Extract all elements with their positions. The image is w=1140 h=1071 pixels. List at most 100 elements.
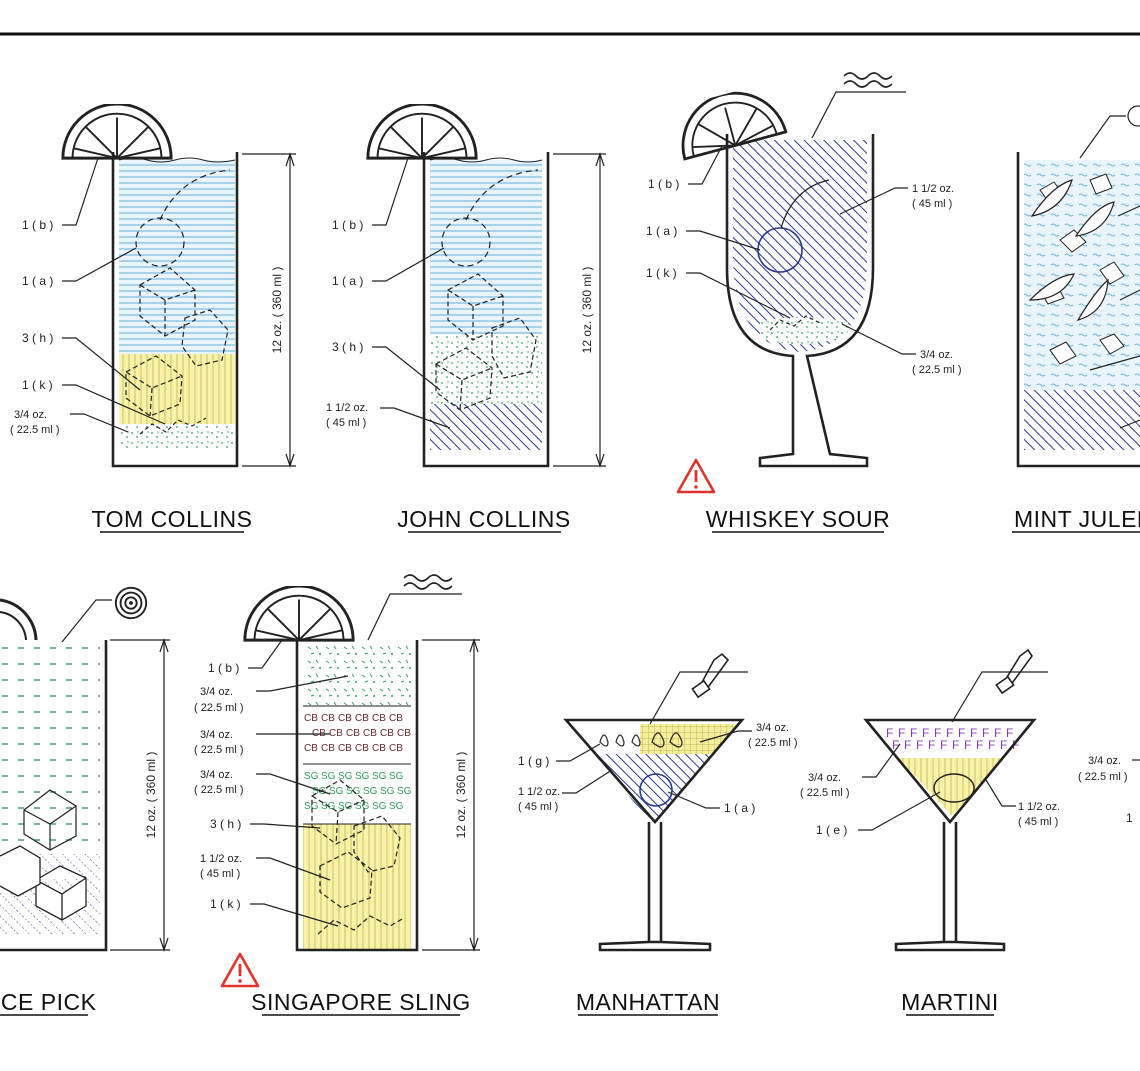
ffRows-mark: F [898, 726, 905, 740]
cbRows-mark: CB [389, 713, 403, 724]
callout-ml2: ( 22.5 ml ) [194, 744, 244, 756]
cbRows-mark: CB [397, 728, 411, 739]
cbRows-mark: CB [355, 743, 369, 754]
ffRows-mark: F [946, 726, 953, 740]
callout-oz: 1 1/2 oz. [326, 402, 368, 414]
sgRows-mark: SG [363, 786, 378, 797]
callout-oz2: 3/4 oz. [920, 349, 953, 361]
ffRows-mark: F [1006, 726, 1013, 740]
callout-oz4: 1 1/2 oz. [200, 853, 242, 865]
callout-oz2: 3/4 oz. [200, 729, 233, 741]
callout-oz2: 1 1/2 oz. [1018, 801, 1060, 813]
cocktail-title: WHISKEY SOUR [706, 506, 891, 532]
ffRows-mark: F [928, 738, 935, 752]
cbRows-mark: CB [304, 743, 318, 754]
cbRows-mark: CB [321, 713, 335, 724]
tom-collins-drawing: 12 oz. ( 360 ml ) 1 ( b ) 1 ( a ) 3 ( h … [10, 104, 296, 533]
callout-ml: ( 22.5 ml ) [10, 424, 60, 436]
ffRows-mark: F [976, 738, 983, 752]
wave-garnish-icon [403, 574, 453, 590]
ffRows-mark: F [964, 738, 971, 752]
lemon-wheel-icon [61, 104, 173, 160]
cbRows-mark: CB [329, 728, 343, 739]
callout-ml: ( 45 ml ) [326, 417, 366, 429]
highball-glass-outline [111, 152, 239, 468]
callout-a: 1 ( a ) [22, 274, 53, 288]
callout-oz1: 1 1/2 oz. [518, 786, 560, 798]
callout-ml4: ( 45 ml ) [200, 868, 240, 880]
cocktail-title: MARTINI [901, 989, 999, 1015]
sgRows-mark: SG [321, 771, 336, 782]
whiskey-sour-drawing: 1 ( b ) 1 ( a ) 1 ( k ) 1 1/2 oz. ( 45 m… [646, 72, 962, 533]
callout-one: 1 [1126, 811, 1133, 825]
sgRows-mark: SG [389, 801, 404, 812]
callout-h: 3 ( h ) [22, 331, 53, 345]
ffRows-mark: F [1000, 738, 1007, 752]
sgRows-mark: SG [389, 771, 404, 782]
callout-ml2: ( 45 ml ) [1018, 816, 1058, 828]
callout-oz3: 3/4 oz. [200, 769, 233, 781]
cbRows-mark: CB [363, 728, 377, 739]
callout-oz1: 3/4 oz. [808, 772, 841, 784]
ice-pick-drawing: 12 oz. ( 360 ml ) ICE PICK [0, 586, 170, 1016]
sgRows-mark: SG [304, 771, 319, 782]
callout-a: 1 ( a ) [332, 274, 363, 288]
sgRows-mark: SG [338, 771, 353, 782]
ffRows-mark: F [1012, 738, 1019, 752]
callout-ml1: ( 22.5 ml ) [194, 702, 244, 714]
cocktail-title: MINT JULEP [1014, 506, 1140, 532]
manhattan-drawing: 1 ( g ) 1 1/2 oz. ( 45 ml ) 3/4 oz. ( 22… [518, 652, 798, 1016]
sgRows-mark: SG [355, 801, 370, 812]
cbRows-mark: CB [304, 713, 318, 724]
ffRows-mark: F [952, 738, 959, 752]
martini-glass-outline [863, 718, 1037, 825]
ffRows-mark: F [994, 726, 1001, 740]
cbRows-mark: CB [321, 743, 335, 754]
cbRows-mark: CB [380, 728, 394, 739]
callout-oz2: 3/4 oz. [756, 722, 789, 734]
cbRows-mark: CB [372, 713, 386, 724]
highball-glass-outline [422, 152, 550, 468]
callout-oz1: 3/4 oz. [200, 686, 233, 698]
cocktail-title: MANHATTAN [576, 989, 720, 1015]
warning-icon [220, 952, 260, 988]
ffRows-mark: F [970, 726, 977, 740]
cbRows-mark: CB [346, 728, 360, 739]
cocktail-title: JOHN COLLINS [397, 506, 570, 532]
capacity-label: 12 oz. ( 360 ml ) [454, 752, 468, 839]
wine-glass-outline [725, 134, 875, 468]
ffRows-mark: F [958, 726, 965, 740]
warning-icon [676, 458, 716, 494]
mint-julep-drawing: MINT JULEP [1012, 105, 1140, 533]
sgRows-mark: SG [304, 801, 319, 812]
olive-icon [933, 773, 975, 803]
ffRows-mark: F [910, 726, 917, 740]
callout-b: 1 ( b ) [648, 177, 679, 191]
cbRows-mark: CB [338, 743, 352, 754]
cherry-icon [135, 217, 185, 267]
callout-a: 1 ( a ) [724, 801, 755, 815]
lemon-peel-spiral-icon [114, 586, 148, 620]
callout-a: 1 ( a ) [646, 224, 677, 238]
sgRows-mark: SG [372, 801, 387, 812]
cherry-icon [441, 217, 491, 267]
ffRows-mark: F [886, 726, 893, 740]
capacity-label: 12 oz. ( 360 ml ) [144, 752, 158, 839]
ffRows-mark: F [904, 738, 911, 752]
callout-g: 1 ( g ) [518, 754, 549, 768]
callout-b: 1 ( b ) [208, 661, 239, 675]
cbRows-mark: CB [389, 743, 403, 754]
cocktail-title: TOM COLLINS [92, 506, 253, 532]
capacity-label: 12 oz. ( 360 ml ) [270, 267, 284, 354]
sgRows-mark: SG [338, 801, 353, 812]
lemon-wheel-icon [243, 586, 355, 642]
ffRows-mark: F [940, 738, 947, 752]
callout-k: 1 ( k ) [210, 897, 241, 911]
callout-ml: ( 22.5 ml ) [1078, 771, 1128, 783]
sgRows-mark: SG [329, 786, 344, 797]
ffRows-mark: F [988, 738, 995, 752]
callout-ml2: ( 22.5 ml ) [748, 737, 798, 749]
callout-h: 3 ( h ) [332, 340, 363, 354]
ffRows-mark: F [892, 738, 899, 752]
